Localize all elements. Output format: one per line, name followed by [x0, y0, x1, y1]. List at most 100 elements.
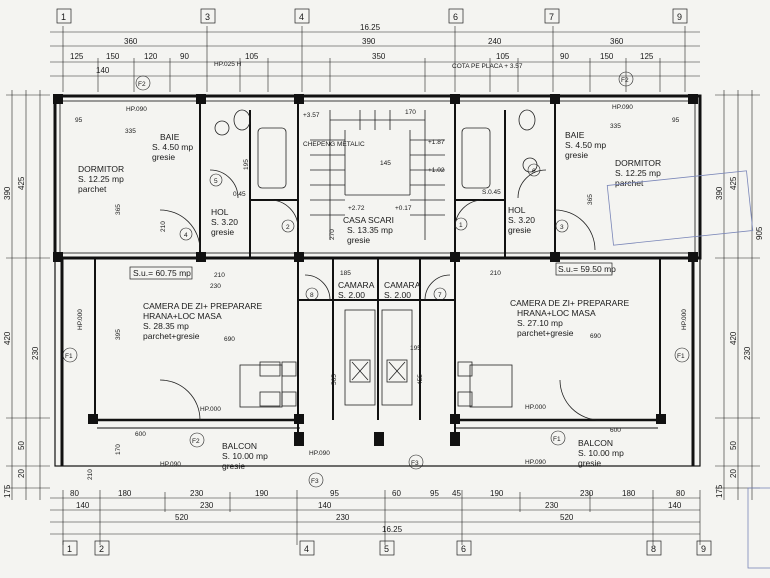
door-number: 7 [438, 292, 442, 299]
hp-label: HP.000 [77, 309, 84, 330]
dim-text: 365 [115, 204, 122, 215]
balcony-outlines [62, 427, 693, 467]
dim-text: 190 [490, 489, 504, 498]
level-text: +0.17 [395, 205, 412, 212]
room-floor: parchet [78, 184, 107, 194]
dim-text: 20 [17, 469, 26, 478]
dim-text: 175 [3, 484, 12, 498]
room-area: S. 27.10 mp [517, 318, 563, 328]
room-floor: parchet+gresie [143, 331, 200, 341]
window-label: F3 [311, 478, 319, 485]
grid-axis-labels-top: 1 3 4 6 7 9 [61, 12, 682, 22]
room-area: S. 10.00 mp [222, 451, 268, 461]
overall-width-top: 16.25 [360, 23, 381, 32]
dim-text: 175 [715, 484, 724, 498]
dim-text: 190 [255, 489, 269, 498]
window-label: F2 [138, 81, 146, 88]
level-text: +2.72 [348, 205, 365, 212]
dim-text: 455 [417, 374, 424, 385]
room-name: CAMERA DE ZI+ PREPARARE [143, 301, 262, 311]
room-name: BAIE [565, 130, 585, 140]
useful-area-right: S.u.= 59.50 mp [558, 264, 616, 274]
dim-text: 230 [743, 346, 752, 360]
dim-text: 0.45 [233, 191, 246, 198]
window-label: F1 [553, 436, 561, 443]
room-area: S. 28.35 mp [143, 321, 189, 331]
dim-text: 350 [372, 52, 386, 61]
dim-text: 45 [452, 489, 461, 498]
dim-text: 145 [380, 160, 391, 167]
dim-text: 105 [496, 52, 510, 61]
room-area: S. 4.50 mp [152, 142, 193, 152]
room-area: S. 3.20 [211, 217, 238, 227]
hp-label: HP.090 [160, 461, 181, 468]
dim-text: 95 [75, 117, 83, 124]
room-name: BALCON [222, 441, 257, 451]
dim-text: 600 [610, 427, 621, 434]
room-name: DORMITOR [78, 164, 124, 174]
room-floor: parchet+gresie [517, 328, 574, 338]
useful-area-boxes [129, 262, 613, 280]
window-label: F3 [411, 460, 419, 467]
dim-text: 95 [430, 489, 439, 498]
columns [53, 94, 698, 446]
room-area: S. 10.00 mp [578, 448, 624, 458]
hp-label: HP.090 [612, 104, 633, 111]
room-area: S. 2.00 [338, 290, 365, 300]
room-floor: gresie [578, 458, 601, 468]
dim-text: 170 [405, 109, 416, 116]
grid-axes-bottom [62, 540, 712, 556]
stair-treads [310, 110, 445, 240]
interior-dimensions: 95 335 335 95 195 170 145 365 210 270 21… [75, 109, 680, 480]
dim-text: 180 [622, 489, 636, 498]
room-sub: HRANA+LOC MASA [517, 308, 596, 318]
level-text: +1.87 [428, 139, 445, 146]
room-name: CAMERA DE ZI+ PREPARARE [510, 298, 629, 308]
axis-label: 5 [384, 544, 389, 554]
dim-text: 425 [17, 176, 26, 190]
dim-text: 210 [87, 469, 94, 480]
door-number: 5 [214, 178, 218, 185]
level-text: +3.57 [303, 112, 320, 119]
dim-text: 505 [331, 374, 338, 385]
room-area: S. 2.00 [384, 290, 411, 300]
dim-text: 210 [214, 272, 225, 279]
room-labels: DORMITOR S. 12.25 mp parchet DORMITOR S.… [78, 130, 661, 471]
dim-text: 180 [118, 489, 132, 498]
dim-text: 125 [640, 52, 654, 61]
dim-text: 170 [115, 444, 122, 455]
window-labels: F2 F2 F1 F1 F2 F1 F3 F3 [65, 77, 685, 485]
axis-label: 6 [461, 544, 466, 554]
room-name: BAIE [160, 132, 180, 142]
dim-text: 425 [729, 176, 738, 190]
dim-text: 50 [17, 441, 26, 450]
axis-label: 1 [61, 12, 66, 22]
axis-label: 1 [67, 544, 72, 554]
hp-label: HP.000 [681, 309, 688, 330]
dim-text: 90 [180, 52, 189, 61]
hp-label: HP.090 [309, 450, 330, 457]
axis-label: 4 [304, 544, 309, 554]
interior-walls [199, 96, 556, 440]
dim-text: 80 [676, 489, 685, 498]
grid-axis-labels-bottom: 1 2 4 5 6 8 9 [67, 544, 706, 554]
door-swings [159, 169, 601, 421]
axis-label: 7 [549, 12, 554, 22]
room-floor: gresie [565, 150, 588, 160]
level-text: CHEPENG METALIC [303, 141, 365, 148]
dim-text: 230 [190, 489, 204, 498]
dim-text: 335 [610, 123, 621, 130]
dim-text: 230 [545, 501, 559, 510]
dim-text: 150 [600, 52, 614, 61]
room-name: CAMARA [338, 280, 375, 290]
room-area: S. 13.35 mp [347, 225, 393, 235]
dim-text: 50 [729, 441, 738, 450]
room-name: HOL [508, 205, 526, 215]
left-dimension-texts: 390 425 420 230 50 20 175 [3, 176, 40, 498]
room-name: HOL [211, 207, 229, 217]
dim-text: 140 [318, 501, 332, 510]
dim-text: 140 [96, 66, 110, 75]
bottom-dimension-texts: 80 180 230 190 95 60 95 45 190 230 180 8… [70, 489, 685, 534]
dim-text: 360 [124, 37, 138, 46]
axis-label: 3 [205, 12, 210, 22]
